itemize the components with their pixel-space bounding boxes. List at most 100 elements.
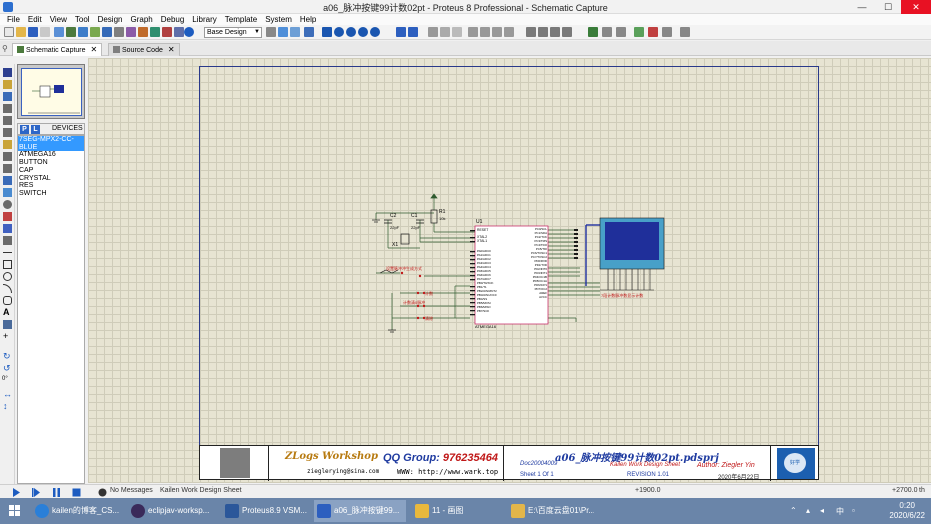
remove-sheet-icon[interactable] <box>648 27 658 37</box>
crosshair-icon[interactable] <box>304 27 314 37</box>
box-tool-icon[interactable] <box>3 260 12 269</box>
tab-schematic-capture[interactable]: Schematic Capture✕ <box>12 43 103 56</box>
overview-window[interactable] <box>17 64 85 119</box>
taskbar-item[interactable]: kailen的博客_CS... <box>32 500 124 522</box>
notification-icon[interactable]: ▫ <box>852 506 855 515</box>
junction-dot-icon[interactable] <box>3 92 12 101</box>
design-explorer-icon[interactable] <box>150 27 160 37</box>
close-tab-icon[interactable]: ✕ <box>90 45 98 54</box>
schematic-icon[interactable] <box>66 27 76 37</box>
pause-icon[interactable] <box>52 488 61 497</box>
buses-icon[interactable] <box>3 128 12 137</box>
subcircuit-icon[interactable] <box>3 140 12 149</box>
3d-visualizer-icon[interactable] <box>126 27 136 37</box>
pick-device-icon[interactable] <box>526 27 536 37</box>
list-item[interactable]: CAP <box>19 166 34 174</box>
library-manager-button[interactable]: L <box>31 125 40 134</box>
virtual-instruments-icon[interactable] <box>3 236 12 245</box>
help-icon[interactable] <box>184 27 194 37</box>
block-delete-icon[interactable] <box>504 27 514 37</box>
decompose-icon[interactable] <box>562 27 572 37</box>
atmega16-chip[interactable] <box>474 225 549 325</box>
zoom-area-icon[interactable] <box>370 27 380 37</box>
gerber-icon[interactable] <box>138 27 148 37</box>
zoom-out-icon[interactable] <box>346 27 356 37</box>
exit-to-parent-icon[interactable] <box>662 27 672 37</box>
play-icon[interactable] <box>12 488 21 497</box>
device-pins-icon[interactable] <box>3 164 12 173</box>
grid-icon[interactable] <box>278 27 288 37</box>
pcb-icon[interactable] <box>78 27 88 37</box>
menu-help[interactable]: Help <box>299 15 317 24</box>
taskbar-item[interactable]: Proteus8.9 VSM... <box>222 500 310 522</box>
wire-autorouter-icon[interactable] <box>588 27 598 37</box>
list-item[interactable]: 7SEG-MPX2-CC-BLUE <box>18 136 84 152</box>
messages-status[interactable]: No Messages <box>110 487 153 494</box>
bill-of-materials-icon[interactable] <box>680 27 690 37</box>
design-select[interactable]: Base Design▼ <box>204 27 262 38</box>
block-rotate-icon[interactable] <box>492 27 502 37</box>
zoom-all-icon[interactable] <box>358 27 368 37</box>
block-move-icon[interactable] <box>480 27 490 37</box>
new-file-icon[interactable] <box>4 27 14 37</box>
pick-devices-button[interactable]: P <box>20 125 29 134</box>
close-button[interactable]: ✕ <box>901 0 931 14</box>
marker-tool-icon[interactable]: + <box>3 331 9 341</box>
text-script-icon[interactable] <box>3 116 12 125</box>
search-tag-icon[interactable] <box>602 27 612 37</box>
generator-icon[interactable] <box>3 200 12 209</box>
close-tab-icon[interactable]: ✕ <box>167 45 175 54</box>
open-folder-icon[interactable] <box>16 27 26 37</box>
home-icon[interactable] <box>54 27 64 37</box>
selection-mode-icon[interactable] <box>3 68 12 77</box>
menu-debug[interactable]: Debug <box>160 15 185 24</box>
menu-tool[interactable]: Tool <box>74 15 90 24</box>
maximize-button[interactable]: ☐ <box>883 2 893 12</box>
voltage-probe-icon[interactable] <box>3 212 12 221</box>
zoom-in-icon[interactable] <box>334 27 344 37</box>
source-code-icon[interactable] <box>114 27 124 37</box>
block-copy-icon[interactable] <box>468 27 478 37</box>
wire-label-icon[interactable] <box>3 104 12 113</box>
ime-icon[interactable]: 中 <box>836 507 844 516</box>
menu-template[interactable]: Template <box>224 15 258 24</box>
line-tool-icon[interactable] <box>3 252 12 253</box>
menu-design[interactable]: Design <box>97 15 123 24</box>
close-project-icon[interactable] <box>40 27 50 37</box>
text-tool-icon[interactable]: A <box>3 307 10 317</box>
tape-recorder-icon[interactable] <box>3 188 12 197</box>
list-item[interactable]: BUTTON <box>19 159 48 167</box>
copy-icon[interactable] <box>440 27 450 37</box>
graph-mode-icon[interactable] <box>3 176 12 185</box>
save-icon[interactable] <box>28 27 38 37</box>
list-item[interactable]: SWITCH <box>19 189 47 197</box>
menu-system[interactable]: System <box>265 15 292 24</box>
component-mode-icon[interactable] <box>3 80 12 89</box>
list-item[interactable]: CRYSTAL <box>19 174 51 182</box>
tray-chevron-icon[interactable]: ⌃ <box>790 506 797 515</box>
current-probe-icon[interactable] <box>3 224 12 233</box>
start-button[interactable] <box>0 500 30 522</box>
origin-icon[interactable] <box>290 27 300 37</box>
make-device-icon[interactable] <box>538 27 548 37</box>
property-assign-icon[interactable] <box>616 27 626 37</box>
undo-icon[interactable] <box>396 27 406 37</box>
menu-graph[interactable]: Graph <box>130 15 153 24</box>
pin-icon[interactable]: ⚲ <box>2 44 8 53</box>
message-status-icon[interactable] <box>98 488 107 497</box>
bom-icon[interactable] <box>102 27 112 37</box>
refresh-icon[interactable] <box>266 27 276 37</box>
network-icon[interactable]: ▴ <box>806 506 811 515</box>
mirror-horizontal-icon[interactable]: ↔ <box>3 389 12 399</box>
new-sheet-icon[interactable] <box>634 27 644 37</box>
taskbar-item[interactable]: E:\百度云盘01\Pr... <box>508 500 594 522</box>
record-icon[interactable] <box>162 27 172 37</box>
rotate-clockwise-icon[interactable]: ↻ <box>3 351 11 361</box>
taskbar-item-active[interactable]: a06_脉冲按键99... <box>314 500 406 522</box>
netlist-icon[interactable] <box>174 27 184 37</box>
gallery-icon[interactable] <box>90 27 100 37</box>
paste-icon[interactable] <box>452 27 462 37</box>
circle-tool-icon[interactable] <box>3 272 12 281</box>
redo-icon[interactable] <box>408 27 418 37</box>
